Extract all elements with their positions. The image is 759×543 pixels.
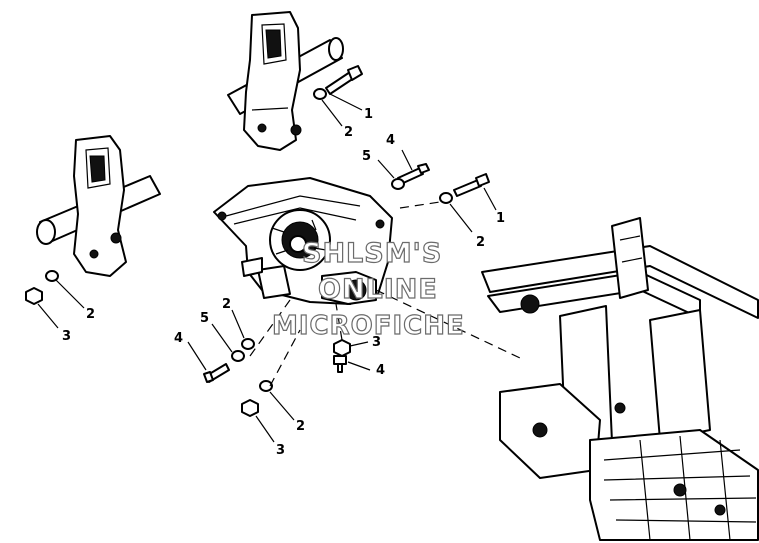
callout-2-lower-left: 2 [222,297,231,312]
leader-lines [37,93,521,443]
watermark-line-2: ONLINE [318,274,438,305]
callout-3-bottom: 3 [276,443,285,458]
gear-case-assembly [213,177,393,305]
callout-1-right: 1 [496,211,505,226]
callout-4-center: 4 [376,363,385,378]
upper-right-bracket [227,11,344,151]
callout-5-lower-left: 5 [200,311,209,326]
callout-3-left: 3 [62,329,71,344]
callout-labels: 1 2 5 4 1 2 2 3 2 5 4 3 4 2 3 [62,107,505,458]
watermark-line-1: SHLSM'S [302,238,442,269]
frame-assembly [481,217,759,541]
callout-3-center: 3 [372,335,381,350]
callout-4-lower-left: 4 [174,331,183,346]
callout-1-upper: 1 [364,107,373,122]
callout-4-upper: 4 [386,133,395,148]
hardware [25,65,490,417]
watermark-line-3: MICROFICHE [272,311,465,341]
watermark: SHLSM'S ONLINE MICROFICHE [271,237,465,341]
callout-2-left: 2 [86,307,95,322]
callout-5-upper: 5 [362,149,371,164]
callout-2-upper: 2 [344,125,353,140]
callout-2-right: 2 [476,235,485,250]
callout-2-bottom: 2 [296,419,305,434]
upper-left-bracket [36,135,161,277]
